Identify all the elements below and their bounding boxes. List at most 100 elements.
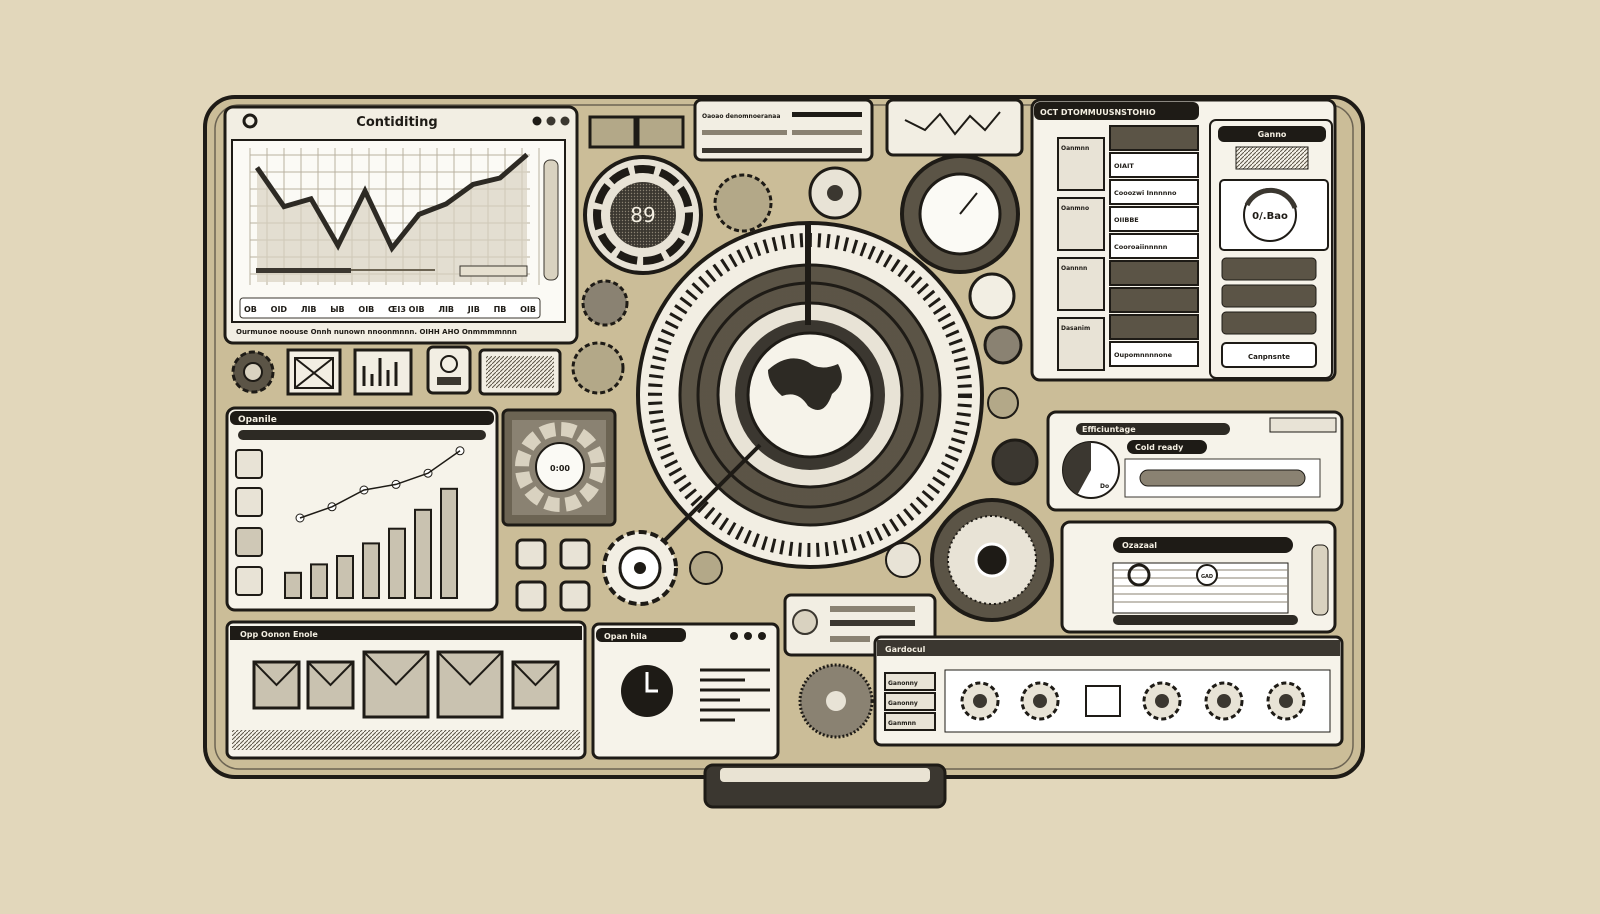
pie-label: Do (1100, 483, 1109, 490)
panel-title: Opan hila (604, 632, 647, 641)
list-item-label: Oupomnnnnone (1114, 351, 1173, 359)
mail-icon[interactable] (286, 348, 342, 396)
scrollbar[interactable] (1311, 544, 1329, 616)
gear-icon[interactable] (960, 681, 1000, 721)
panel-title: Opp Oonon Enole (240, 630, 318, 639)
x-tick-label: OID (271, 305, 288, 314)
x-tick-label: OIB (358, 305, 374, 314)
mail-icon[interactable] (436, 650, 504, 719)
hatched-row[interactable] (1109, 314, 1199, 340)
x-tick-label: OB (244, 305, 257, 314)
hatched-row[interactable] (1109, 287, 1199, 313)
list-item[interactable] (1109, 233, 1199, 259)
small-tabs[interactable] (588, 115, 685, 149)
x-tick-label: ЛIB (301, 305, 317, 314)
bar (440, 487, 458, 599)
efficiency-pie (1063, 442, 1091, 495)
panel-title: Gardocul (885, 645, 926, 654)
target-gear-icon[interactable] (602, 530, 678, 606)
gear-icon[interactable] (231, 350, 275, 394)
thumbnail[interactable] (1057, 197, 1105, 251)
bar-chart-icon[interactable] (353, 348, 413, 396)
mail-panel: Opp Oonon Enole (225, 620, 587, 760)
bar (414, 508, 432, 599)
thumbnail-label: Oannnn (1061, 265, 1087, 272)
info-panel: Opan hila (591, 622, 780, 760)
thumbnail[interactable] (1057, 317, 1105, 371)
sidebar-icon-buttons[interactable] (235, 449, 263, 596)
window-controls[interactable] (532, 116, 570, 126)
vertical-scrollbar[interactable] (543, 159, 559, 281)
x-tick-label: ŒI3 OIB (388, 305, 425, 314)
list-item-label: OIIBBE (1114, 216, 1139, 224)
top-info-box: Oaoao denomnoeranaa (693, 98, 874, 162)
x-tick-label: JIB (467, 305, 480, 314)
list-item[interactable] (1109, 152, 1199, 178)
panel-button[interactable] (884, 672, 936, 691)
bar (388, 527, 406, 600)
list-item-label: Cooozwi Innnnno (1114, 189, 1177, 197)
list-item[interactable] (1109, 179, 1199, 205)
trend-area (257, 154, 527, 282)
mail-icon[interactable] (252, 660, 301, 710)
bar (310, 563, 328, 600)
x-tick-label: ЛIB (438, 305, 454, 314)
growth-line (299, 450, 461, 519)
growth-panel: Opanile (225, 406, 499, 612)
globe-radar (636, 221, 984, 569)
device-stand (703, 763, 947, 809)
list-item-label: OIAIT (1114, 162, 1134, 170)
status-bar (1113, 615, 1298, 625)
gear-icon[interactable] (1020, 681, 1060, 721)
panel-title: Efficiuntage (1082, 425, 1136, 434)
gear-icon[interactable] (1204, 681, 1244, 721)
info-label: Oaoao denomnoeranaa (702, 113, 780, 120)
list-item[interactable] (1109, 206, 1199, 232)
small-buttons[interactable] (515, 538, 591, 612)
list-item[interactable] (1109, 341, 1199, 367)
mail-icon[interactable] (362, 650, 430, 719)
hatched-row[interactable] (1109, 260, 1199, 286)
bar (336, 555, 354, 599)
panel-button[interactable] (884, 712, 936, 731)
window-menu-icon[interactable] (242, 113, 258, 129)
panel-button-label: Ganonny (888, 700, 918, 707)
gauge-value: 89 (630, 203, 655, 227)
thumbnail[interactable] (1057, 257, 1105, 311)
x-tick-label: ЫB (330, 305, 344, 314)
donut-label: 0:00 (550, 464, 570, 473)
window-controls[interactable] (1269, 417, 1337, 433)
trend-window: Contiditing OB OID ЛIB ЫB OIB ŒI3 OIB ЛIB JIB ΠB… (223, 105, 579, 345)
window-controls[interactable] (730, 632, 766, 640)
donut-panel: 0:00 (501, 408, 617, 527)
efficiency-panel: Efficiuntage Do Cold ready (1046, 410, 1344, 512)
mail-icon[interactable] (511, 660, 560, 710)
thumbnail-label: Dasanim (1061, 325, 1090, 332)
panel-title: Opanile (238, 415, 277, 425)
calendar-icon[interactable] (478, 348, 562, 396)
panel-button[interactable] (884, 692, 936, 711)
window-title: Contiditing (356, 115, 437, 130)
list-item-label: Cooroaiinnnnn (1114, 243, 1168, 251)
growth-bars (284, 446, 465, 600)
side-button-label: Canpnsnte (1248, 353, 1290, 361)
mail-icon[interactable] (306, 660, 355, 710)
document-icon[interactable] (1085, 685, 1121, 717)
side-button[interactable] (1221, 342, 1317, 368)
profile-icon[interactable] (426, 345, 472, 395)
thumbnail-label: Oanmnn (1061, 145, 1089, 152)
decorative-gears (571, 166, 1039, 585)
gear-icon[interactable] (1142, 681, 1182, 721)
clock-gauge-icon (900, 154, 1020, 274)
progress-slider[interactable] (256, 268, 351, 273)
fan-dial-icon (798, 663, 874, 739)
thumbnail[interactable] (1057, 137, 1105, 191)
value-gauge: 89 (583, 155, 703, 275)
hatched-row[interactable] (1109, 125, 1199, 151)
gear-icon[interactable] (1266, 681, 1306, 721)
map-panel: Ozazaal GAD (1060, 520, 1337, 634)
x-tick-label: ΠB (494, 305, 507, 314)
